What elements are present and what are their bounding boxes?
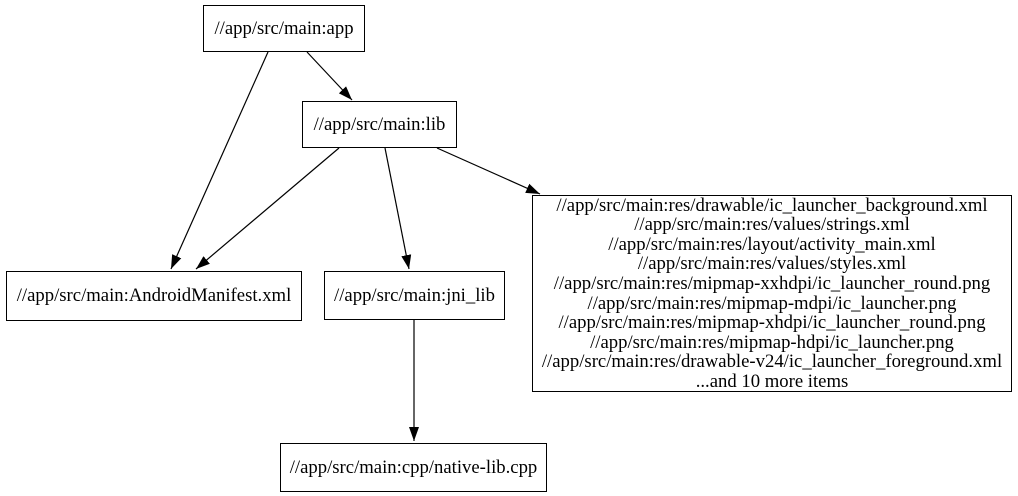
- resource-item: //app/src/main:res/drawable-v24/ic_launc…: [541, 351, 1003, 373]
- edge-lib-to-jni-lib: [384, 147, 412, 270]
- resource-item: //app/src/main:res/drawable/ic_launcher_…: [556, 194, 988, 216]
- node-native-lib-cpp: //app/src/main:cpp/native-lib.cpp: [280, 443, 547, 492]
- node-app-label: //app/src/main:app: [214, 17, 354, 39]
- node-resources-list: //app/src/main:res/drawable/ic_launcher_…: [532, 195, 1012, 392]
- node-jni-lib: //app/src/main:jni_lib: [324, 271, 505, 320]
- node-lib-label: //app/src/main:lib: [313, 113, 446, 135]
- edge-app-to-lib: [306, 51, 353, 101]
- edge-lib-to-manifest: [195, 147, 340, 270]
- resource-item: //app/src/main:res/values/strings.xml: [634, 214, 910, 236]
- resource-item: //app/src/main:res/mipmap-mdpi/ic_launch…: [587, 292, 957, 314]
- node-jni-lib-label: //app/src/main:jni_lib: [334, 284, 495, 306]
- resource-item: //app/src/main:res/values/styles.xml: [637, 253, 907, 275]
- resource-item: //app/src/main:res/layout/activity_main.…: [608, 233, 936, 255]
- resource-item: //app/src/main:res/mipmap-xhdpi/ic_launc…: [558, 312, 986, 334]
- resource-more-items: ...and 10 more items: [695, 370, 849, 392]
- node-android-manifest: //app/src/main:AndroidManifest.xml: [6, 271, 302, 321]
- edge-app-to-manifest: [170, 51, 269, 270]
- node-lib: //app/src/main:lib: [302, 101, 457, 148]
- node-app: //app/src/main:app: [203, 5, 365, 52]
- resource-item: //app/src/main:res/mipmap-xxhdpi/ic_laun…: [553, 272, 991, 294]
- resource-item: //app/src/main:res/mipmap-hdpi/ic_launch…: [590, 331, 954, 353]
- node-android-manifest-label: //app/src/main:AndroidManifest.xml: [16, 285, 292, 307]
- edge-lib-to-resources: [436, 147, 541, 195]
- node-native-lib-cpp-label: //app/src/main:cpp/native-lib.cpp: [289, 456, 538, 478]
